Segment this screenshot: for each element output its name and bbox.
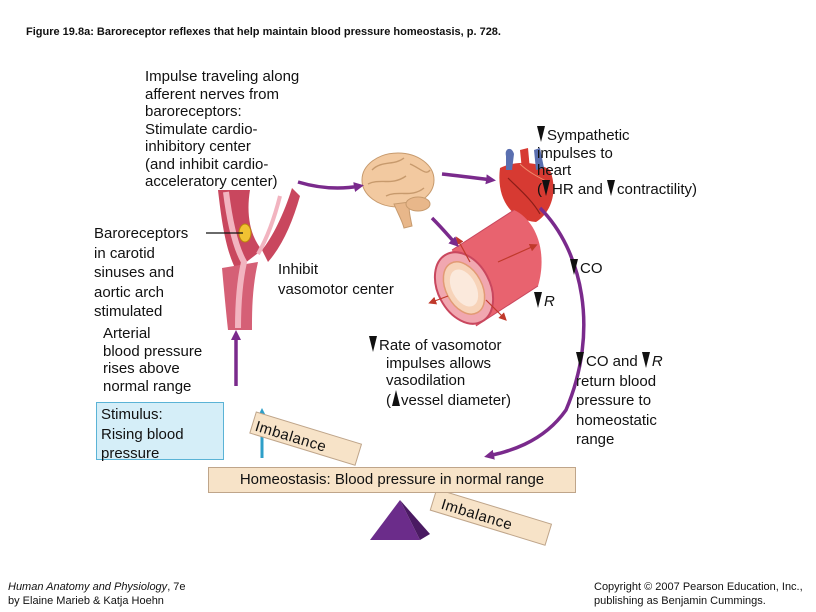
imbalance-bar-bottom [429, 488, 553, 546]
blood-vessel-illustration [433, 209, 542, 327]
dilation-arrows [428, 236, 538, 321]
cycle-arrows [231, 172, 586, 460]
decrease-arrow-icon [542, 179, 550, 196]
impulse-line: inhibitory center [145, 138, 251, 155]
decrease-arrow-icon [369, 336, 377, 352]
baroreceptors-line: in carotid [94, 244, 155, 262]
impulse-line: (and inhibit cardio- [145, 155, 269, 173]
figure-title: Figure 19.8a: Baroreceptor reflexes that… [26, 26, 501, 38]
stimulus-line: Stimulus: [101, 406, 163, 423]
baroreceptors-line: aortic arch [94, 283, 165, 301]
brain-illustration [361, 152, 435, 229]
footer-credits: Human Anatomy and Physiology, 7e by Elai… [8, 580, 186, 608]
decrease-arrow-icon [607, 179, 616, 196]
co-label: CO [570, 259, 603, 279]
impulse-line: Impulse traveling along [145, 68, 300, 85]
homeostasis-beam: Homeostasis: Blood pressure in normal ra… [208, 467, 576, 493]
decrease-arrow-icon [570, 259, 578, 275]
vasomotor-label: Rate of vasomotor impulses allows vasodi… [369, 336, 511, 409]
vasomotor-line: vessel diameter) [401, 391, 512, 409]
fulcrum [370, 500, 430, 540]
sympathetic-line: ( [537, 180, 542, 198]
impulse-label: Impulse traveling along afferent nerves … [145, 68, 299, 191]
increase-arrow-icon [392, 389, 400, 406]
vasomotor-line: Rate of vasomotor [379, 337, 502, 354]
book-authors: by Elaine Marieb & Katja Hoehn [8, 595, 164, 607]
book-title: Human Anatomy and Physiology [8, 581, 168, 593]
return-line: R [651, 353, 663, 370]
sympathetic-label: Sympathetic impulses to heart ( HR and co… [537, 126, 697, 198]
decrease-arrow-icon [537, 126, 545, 142]
inhibit-line: Inhibit [278, 261, 319, 278]
baroreceptors-line: Baroreceptors [94, 225, 189, 242]
return-line: pressure to [576, 392, 652, 409]
return-label: CO and R return blood pressure to homeos… [576, 352, 663, 450]
return-line: range [576, 431, 615, 448]
decrease-arrow-icon [576, 352, 584, 368]
stimulus-line: pressure [101, 445, 160, 462]
baroreceptors-line: stimulated [94, 303, 163, 320]
arterial-line: blood pressure [103, 342, 203, 360]
inhibit-vasomotor-label: Inhibit vasomotor center [278, 260, 394, 299]
copyright-line: publishing as Benjamin Cummings. [594, 595, 766, 607]
return-line: return blood [576, 372, 657, 390]
impulse-line: afferent nerves from [145, 85, 279, 103]
arterial-line: Arterial [103, 325, 151, 342]
arterial-pressure-label: Arterial blood pressure rises above norm… [103, 325, 202, 395]
co-text: CO [580, 260, 603, 277]
sympathetic-line: impulses to [537, 144, 613, 162]
carotid-artery-illustration [218, 188, 300, 330]
vasomotor-line: ( [386, 391, 391, 409]
baroreceptors-line: sinuses and [94, 264, 175, 281]
footer-copyright: Copyright © 2007 Pearson Education, Inc.… [594, 580, 803, 608]
sympathetic-line: heart [537, 162, 572, 179]
stimulus-line: Rising blood [101, 425, 184, 443]
return-line: CO and [586, 353, 638, 370]
arterial-line: rises above [103, 360, 180, 377]
copyright-line: Copyright © 2007 Pearson Education, Inc.… [594, 581, 803, 593]
return-line: homeostatic [576, 411, 657, 429]
decrease-arrow-icon [534, 292, 542, 308]
r-text: R [544, 293, 555, 310]
sympathetic-line: contractility) [617, 180, 698, 198]
vasomotor-line: impulses allows [386, 354, 492, 372]
book-edition: , 7e [167, 581, 186, 593]
r-label: R [534, 292, 555, 312]
vasomotor-line: vasodilation [386, 372, 466, 389]
impulse-line: Stimulate cardio- [145, 120, 258, 138]
decrease-arrow-icon [641, 352, 650, 368]
impulse-line: baroreceptors: [145, 103, 242, 120]
arterial-line: normal range [103, 377, 192, 395]
sympathetic-line: HR and [552, 180, 603, 198]
heart-illustration [499, 148, 554, 222]
impulse-line: acceleratory center) [145, 173, 278, 190]
baroreceptors-label: Baroreceptors in carotid sinuses and aor… [94, 224, 188, 322]
inhibit-line: vasomotor center [278, 280, 394, 298]
stimulus-box: Stimulus: Rising blood pressure [96, 402, 224, 462]
sympathetic-line: Sympathetic [547, 127, 630, 144]
imbalance-bar-top [249, 411, 363, 466]
